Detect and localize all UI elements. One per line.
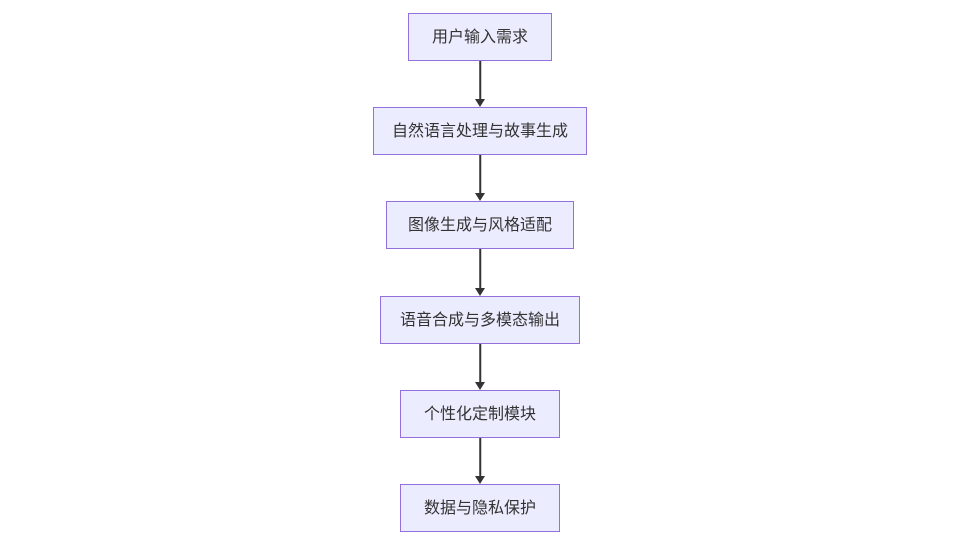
flow-node-user-input-requirements: 用户输入需求 xyxy=(408,13,552,61)
arrow-line xyxy=(479,61,481,100)
arrowhead-icon xyxy=(475,99,485,107)
arrowhead-icon xyxy=(475,288,485,296)
arrow-down-5 xyxy=(474,438,486,484)
arrowhead-icon xyxy=(475,193,485,201)
arrow-line xyxy=(479,249,481,289)
arrow-down-1 xyxy=(474,61,486,107)
flow-node-image-generation-style: 图像生成与风格适配 xyxy=(386,201,574,249)
flow-node-nlp-story-generation: 自然语言处理与故事生成 xyxy=(373,107,587,155)
flow-node-data-privacy-protection: 数据与隐私保护 xyxy=(400,484,560,532)
arrowhead-icon xyxy=(475,382,485,390)
arrow-down-4 xyxy=(474,344,486,390)
arrow-line xyxy=(479,344,481,383)
arrow-line xyxy=(479,438,481,477)
arrow-down-2 xyxy=(474,155,486,201)
arrowhead-icon xyxy=(475,476,485,484)
flow-node-personalization-module: 个性化定制模块 xyxy=(400,390,560,438)
arrow-line xyxy=(479,155,481,194)
flow-node-speech-multimodal-output: 语音合成与多模态输出 xyxy=(380,296,580,344)
arrow-down-3 xyxy=(474,249,486,296)
